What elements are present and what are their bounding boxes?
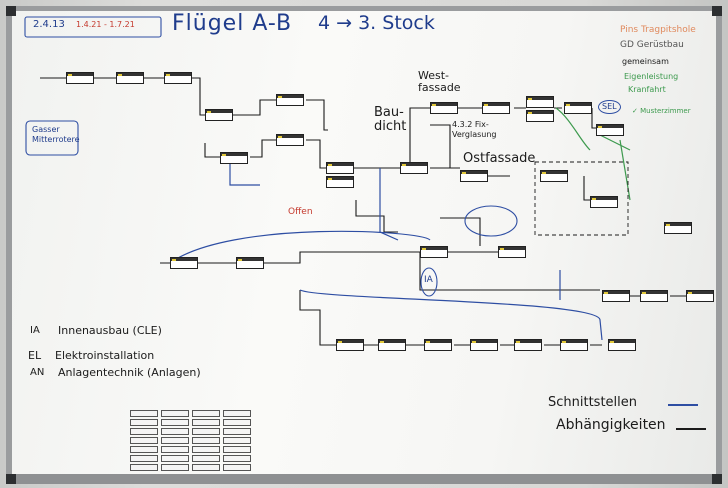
legend-item: Eigenleistung [624,73,678,81]
legend-item: Pins Tragpitshole [620,26,696,35]
task-card [590,196,618,208]
legend-item: Kranfahrt [628,86,666,94]
task-card [640,290,668,302]
legend-item: gemeinsam [622,58,669,66]
task-card [276,94,304,106]
task-card [326,162,354,174]
abhaengigkeiten-line [676,428,706,430]
floor-label: 4 → 3. Stock [318,14,435,33]
task-card [514,339,542,351]
schnittstellen-label: Schnittstellen [548,396,637,409]
key-text: Innenausbau (CLE) [58,325,162,336]
task-card [540,170,568,182]
fixverglasung-note: 4.3.2 Fix- Verglasung [452,120,504,139]
bau-dicht-note: Bau- dicht [374,106,414,135]
key-abbr: IA [30,326,40,336]
task-card [205,109,233,121]
task-card [164,72,192,84]
sel-badge: SEL [598,100,621,114]
task-card [596,124,624,136]
key-text: Anlagentechnik (Anlagen) [58,367,201,378]
offen-note: Offen [288,208,313,217]
task-card [526,96,554,108]
key-abbr: EL [28,350,41,361]
gasser-note: Gasser Mitterrotere [32,125,76,146]
westfassade-note: West- fassade [418,70,460,94]
key-abbr: AN [30,368,44,378]
schnittstellen-line [668,404,698,406]
task-card [420,246,448,258]
task-card [326,176,354,188]
task-card [564,102,592,114]
task-card [498,246,526,258]
task-card [170,257,198,269]
task-card [400,162,428,174]
task-card [460,170,488,182]
task-card [336,339,364,351]
task-card [482,102,510,114]
card-stack [130,410,252,472]
key-text: Elektroinstallation [55,350,154,361]
task-card [664,222,692,234]
task-card [526,110,554,122]
task-card [66,72,94,84]
task-card [608,339,636,351]
task-card [276,134,304,146]
task-card [424,339,452,351]
header-date: 2.4.13 [33,20,65,30]
task-card [116,72,144,84]
legend-item: GD Gerüstbau [620,41,684,50]
ia-badge: IA [424,276,433,285]
task-card [220,152,248,164]
board-title: Flügel A-B [172,13,292,35]
task-card [602,290,630,302]
task-card [470,339,498,351]
task-card [430,102,458,114]
legend-item: ✓ Musterzimmer [632,108,691,115]
task-card [378,339,406,351]
header-meta: 1.4.21 - 1.7.21 [76,21,135,29]
abhaengigkeiten-label: Abhängigkeiten [556,418,666,432]
task-card [236,257,264,269]
ostfassade-note: Ostfassade [463,152,535,165]
task-card [686,290,714,302]
task-card [560,339,588,351]
